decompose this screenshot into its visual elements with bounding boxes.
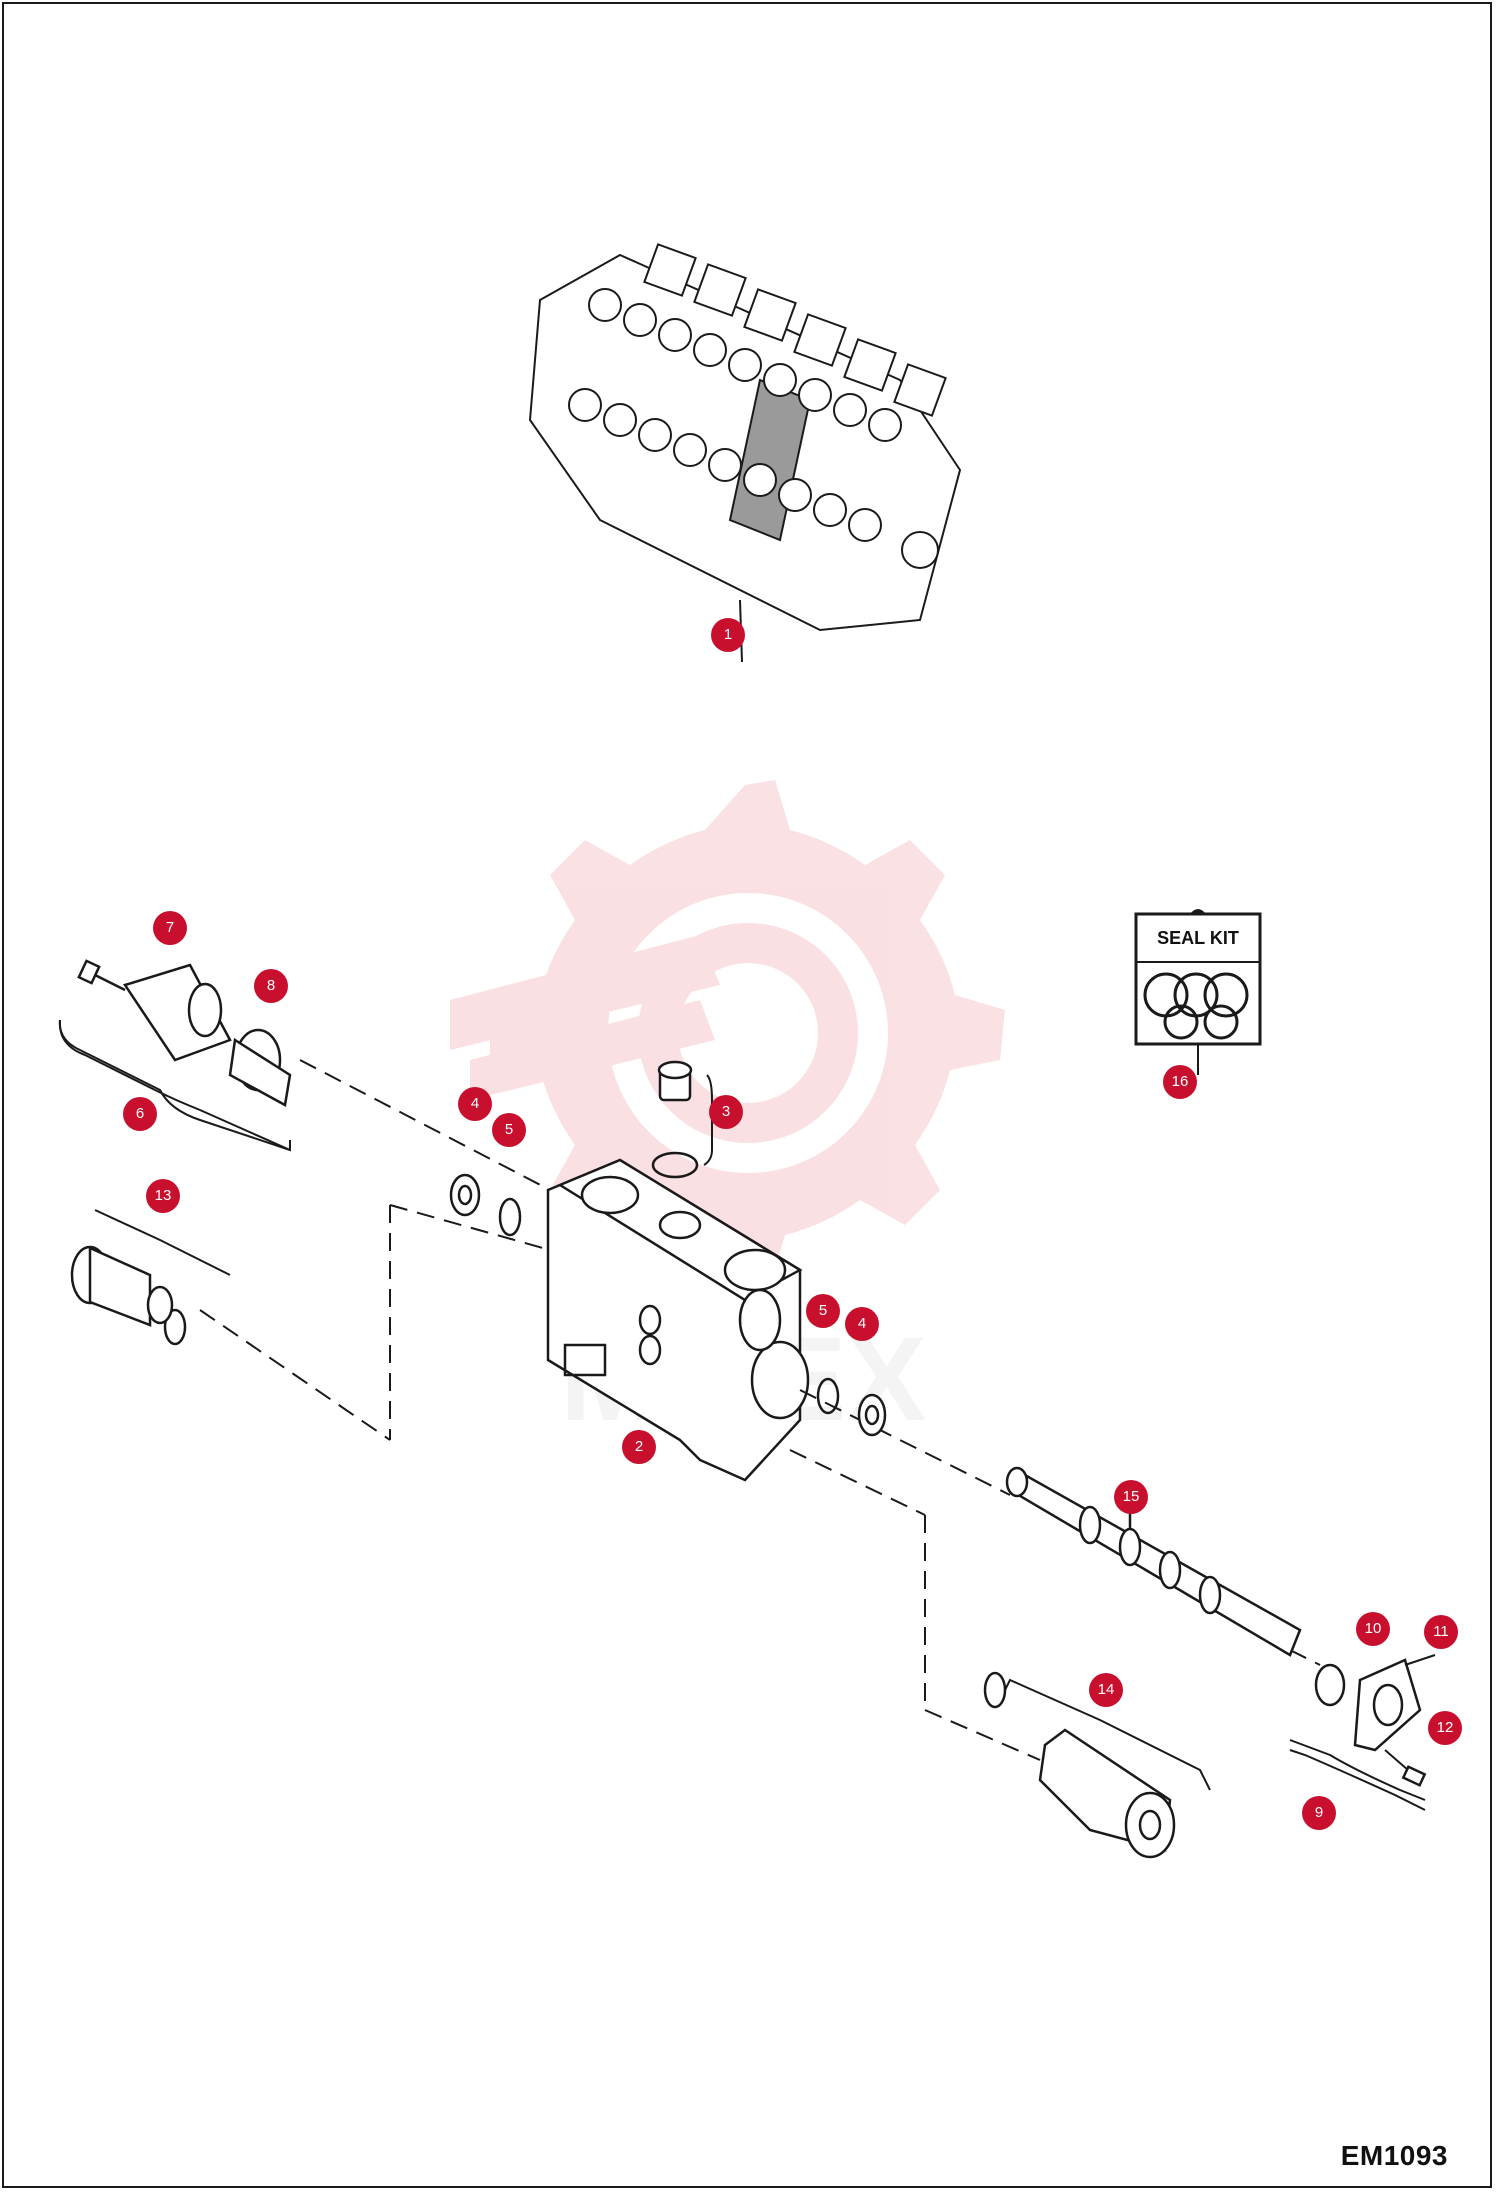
callout-badge: 10 <box>1356 1612 1390 1646</box>
callout-badge: 4 <box>458 1087 492 1121</box>
callout-badge: 12 <box>1428 1711 1462 1745</box>
diagram-id-label: EM1093 <box>1340 2140 1448 2171</box>
valve-stack-assembly <box>528 243 962 663</box>
callout-badge: 8 <box>254 969 288 1003</box>
end-cap-assembly <box>58 959 292 1151</box>
callout-badge: 7 <box>153 911 187 945</box>
callout-badge: 11 <box>1424 1615 1458 1649</box>
relief-cartridge-part <box>70 1209 231 1327</box>
spool-part <box>1005 1466 1302 1657</box>
relief-valve-part <box>1004 1678 1211 1859</box>
callout-badge: 5 <box>806 1294 840 1328</box>
washers-and-orings <box>163 1151 1346 1709</box>
callout-badge: 14 <box>1089 1673 1123 1707</box>
plug-part <box>657 1060 713 1166</box>
callout-badge: 13 <box>146 1179 180 1213</box>
valve-section-body <box>546 1158 810 1482</box>
group-brackets <box>58 1019 1426 1811</box>
callout-badge: 15 <box>1114 1480 1148 1514</box>
callout-badge: 4 <box>845 1307 879 1341</box>
callout-badge: 16 <box>1163 1065 1197 1099</box>
seal-kit-box <box>1134 909 1262 1075</box>
callout-badge: 2 <box>622 1430 656 1464</box>
callout-badge: 3 <box>709 1095 743 1129</box>
callout-badge: 1 <box>711 618 745 652</box>
callout-badge: 5 <box>492 1113 526 1147</box>
seal-kit-label: SEAL KIT <box>1157 928 1239 948</box>
flange-part <box>1289 1654 1436 1801</box>
callout-badge: 9 <box>1302 1796 1336 1830</box>
callout-badge: 6 <box>123 1097 157 1131</box>
